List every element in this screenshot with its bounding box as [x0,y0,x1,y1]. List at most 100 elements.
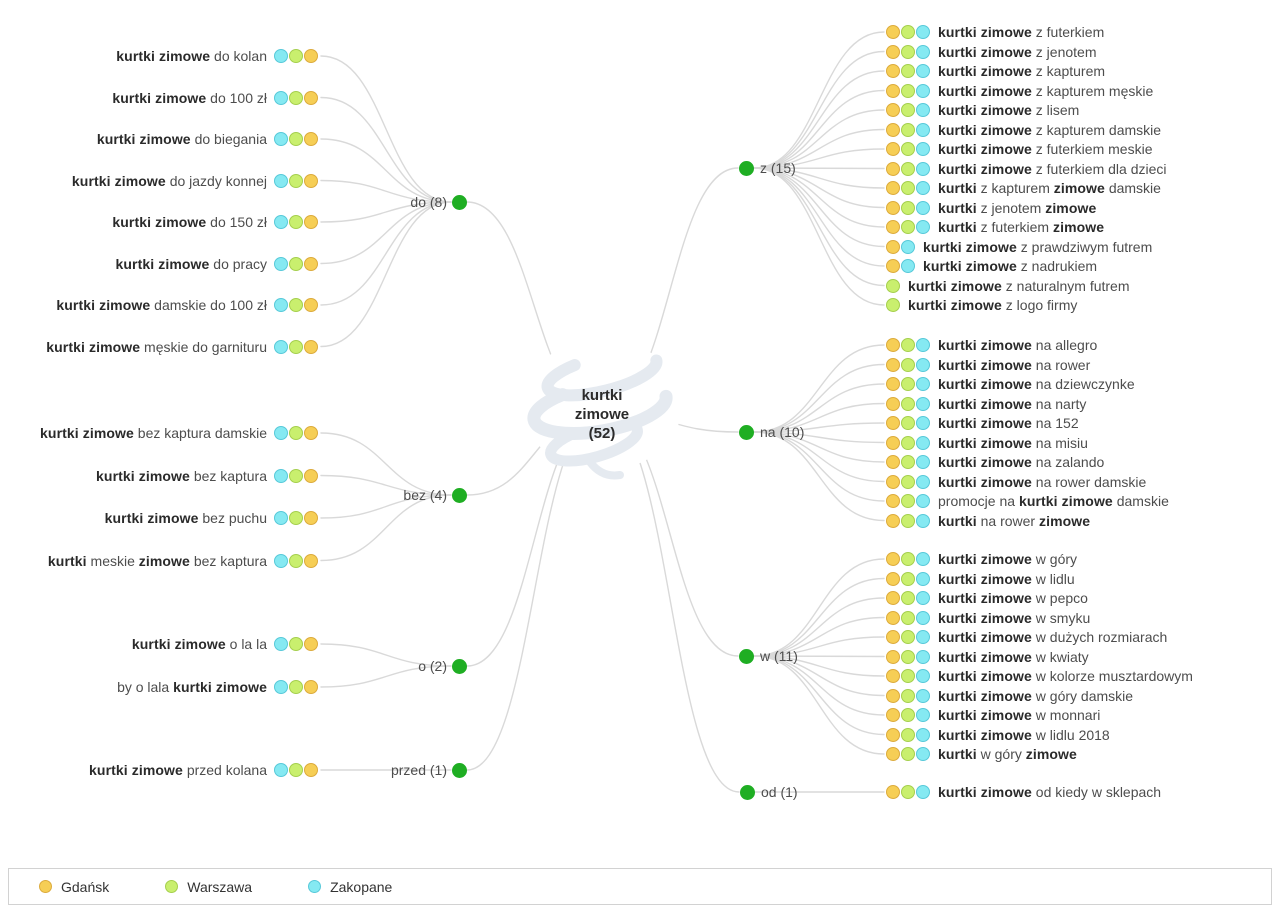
keyword-item-na-5[interactable]: kurtki zimowe na misiu [886,433,1088,453]
keyword-item-z-0[interactable]: kurtki zimowe z futerkiem [886,22,1104,42]
legend-item-zakopane[interactable]: Zakopane [308,879,392,895]
keyword-item-bez-2[interactable]: kurtki zimowe bez puchu [105,508,318,528]
keyword-item-w-6[interactable]: kurtki zimowe w kolorze musztardowym [886,666,1193,686]
city-dots [274,763,318,777]
keyword-item-w-5[interactable]: kurtki zimowe w kwiaty [886,647,1089,667]
keyword-item-z-10[interactable]: kurtki z futerkiem zimowe [886,217,1104,237]
root-node[interactable]: kurtki zimowe (52) [522,386,682,443]
legend-item-warszawa[interactable]: Warszawa [165,879,252,895]
gdansk-city-dot [886,416,900,430]
warszawa-city-dot [901,64,915,78]
keyword-item-na-0[interactable]: kurtki zimowe na allegro [886,335,1097,355]
zakopane-city-dot [274,763,288,777]
keyword-item-do-3[interactable]: kurtki zimowe do jazdy konnej [72,171,318,191]
keyword-item-bez-0[interactable]: kurtki zimowe bez kaptura damskie [40,423,318,443]
keyword-text: kurtki zimowe na misiu [938,434,1088,451]
keyword-item-w-0[interactable]: kurtki zimowe w góry [886,549,1077,569]
branch-node-przed[interactable] [451,762,467,778]
keyword-item-z-4[interactable]: kurtki zimowe z lisem [886,100,1079,120]
keyword-item-z-3[interactable]: kurtki zimowe z kapturem męskie [886,81,1153,101]
city-dots [886,571,930,586]
keyword-item-bez-1[interactable]: kurtki zimowe bez kaptura [96,466,318,486]
zakopane-city-dot [916,552,930,566]
keyword-item-na-9[interactable]: kurtki na rower zimowe [886,511,1090,531]
keyword-text: kurtki zimowe bez kaptura [96,467,267,484]
keyword-item-w-10[interactable]: kurtki w góry zimowe [886,744,1077,764]
keyword-item-do-2[interactable]: kurtki zimowe do biegania [97,129,318,149]
city-dots [274,468,318,483]
keyword-item-w-4[interactable]: kurtki zimowe w dużych rozmiarach [886,627,1167,647]
keyword-item-w-9[interactable]: kurtki zimowe w lidlu 2018 [886,725,1110,745]
branch-node-na[interactable] [738,424,754,440]
edge [320,643,452,667]
keyword-item-na-2[interactable]: kurtki zimowe na dziewczynke [886,374,1135,394]
keyword-item-z-2[interactable]: kurtki zimowe z kapturem [886,61,1105,81]
edge [320,494,452,562]
keyword-item-o-1[interactable]: by o lala kurtki zimowe [117,677,318,697]
branch-node-bez[interactable] [451,487,467,503]
zakopane-city-dot [916,630,930,644]
city-dots [274,132,318,146]
keyword-item-do-4[interactable]: kurtki zimowe do 150 zł [112,212,318,232]
warszawa-city-dot [289,339,303,354]
zakopane-city-dot [274,680,288,694]
keyword-item-z-11[interactable]: kurtki zimowe z prawdziwym futrem [886,237,1152,257]
keyword-item-przed-0[interactable]: kurtki zimowe przed kolana [89,760,318,780]
keyword-item-na-3[interactable]: kurtki zimowe na narty [886,394,1086,414]
city-dots [886,338,930,352]
keyword-item-z-13[interactable]: kurtki zimowe z naturalnym futrem [886,276,1130,296]
keyword-item-na-8[interactable]: promocje na kurtki zimowe damskie [886,491,1169,511]
keyword-item-do-6[interactable]: kurtki zimowe damskie do 100 zł [56,295,318,315]
branch-node-od[interactable] [739,784,755,800]
gdansk-city-dot [886,396,900,411]
keyword-item-w-7[interactable]: kurtki zimowe w góry damskie [886,686,1133,706]
branch-node-z[interactable] [738,160,754,176]
edge [320,432,452,496]
edge [753,363,885,433]
keyword-item-z-5[interactable]: kurtki zimowe z kapturem damskie [886,120,1161,140]
warszawa-city-dot [901,103,915,117]
gdansk-city-dot [886,161,900,176]
keyword-item-z-8[interactable]: kurtki z kapturem zimowe damskie [886,178,1161,198]
keyword-item-z-9[interactable]: kurtki z jenotem zimowe [886,198,1096,218]
keyword-item-w-2[interactable]: kurtki zimowe w pepco [886,588,1088,608]
city-legend: Gdańsk Warszawa Zakopane [8,868,1272,905]
keyword-item-z-12[interactable]: kurtki zimowe z nadrukiem [886,256,1097,276]
keyword-item-w-1[interactable]: kurtki zimowe w lidlu [886,569,1075,589]
keyword-item-na-7[interactable]: kurtki zimowe na rower damskie [886,472,1146,492]
branch-node-w[interactable] [738,648,754,664]
edge [320,179,452,203]
gdansk-city-dot [304,132,318,146]
keyword-item-w-3[interactable]: kurtki zimowe w smyku [886,608,1090,628]
keyword-item-do-7[interactable]: kurtki zimowe męskie do garnituru [46,337,318,357]
keyword-text: kurtki meskie zimowe bez kaptura [47,552,267,569]
keyword-item-na-4[interactable]: kurtki zimowe na 152 [886,413,1079,433]
branch-node-o[interactable] [451,658,467,674]
warszawa-city-dot [901,552,915,566]
keyword-item-z-7[interactable]: kurtki zimowe z futerkiem dla dzieci [886,159,1167,179]
keyword-item-z-6[interactable]: kurtki zimowe z futerkiem meskie [886,139,1152,159]
keyword-item-na-6[interactable]: kurtki zimowe na zalando [886,452,1104,472]
keyword-item-o-0[interactable]: kurtki zimowe o la la [132,634,318,654]
keyword-item-od-0[interactable]: kurtki zimowe od kiedy w sklepach [886,782,1161,802]
branch-node-do[interactable] [451,194,467,210]
keyword-text: kurtki zimowe bez puchu [104,510,267,526]
keyword-item-bez-3[interactable]: kurtki meskie zimowe bez kaptura [48,551,318,571]
legend-item-gdansk[interactable]: Gdańsk [39,879,109,895]
keyword-item-na-1[interactable]: kurtki zimowe na rower [886,355,1090,375]
keyword-item-z-1[interactable]: kurtki zimowe z jenotem [886,42,1096,62]
keyword-item-w-8[interactable]: kurtki zimowe w monnari [886,705,1100,725]
keyword-item-z-14[interactable]: kurtki zimowe z logo firmy [886,295,1077,315]
branch-label-przed: przed (1) [390,762,447,778]
city-dots [886,200,930,215]
gdansk-city-dot [886,357,900,372]
edge [753,577,885,657]
edge [753,70,885,169]
city-dots [886,591,930,605]
keyword-item-do-0[interactable]: kurtki zimowe do kolan [116,46,318,66]
zakopane-city-dot [916,591,930,605]
keyword-item-do-5[interactable]: kurtki zimowe do pracy [116,254,318,274]
edge [753,344,885,433]
keyword-item-do-1[interactable]: kurtki zimowe do 100 zł [112,88,318,108]
